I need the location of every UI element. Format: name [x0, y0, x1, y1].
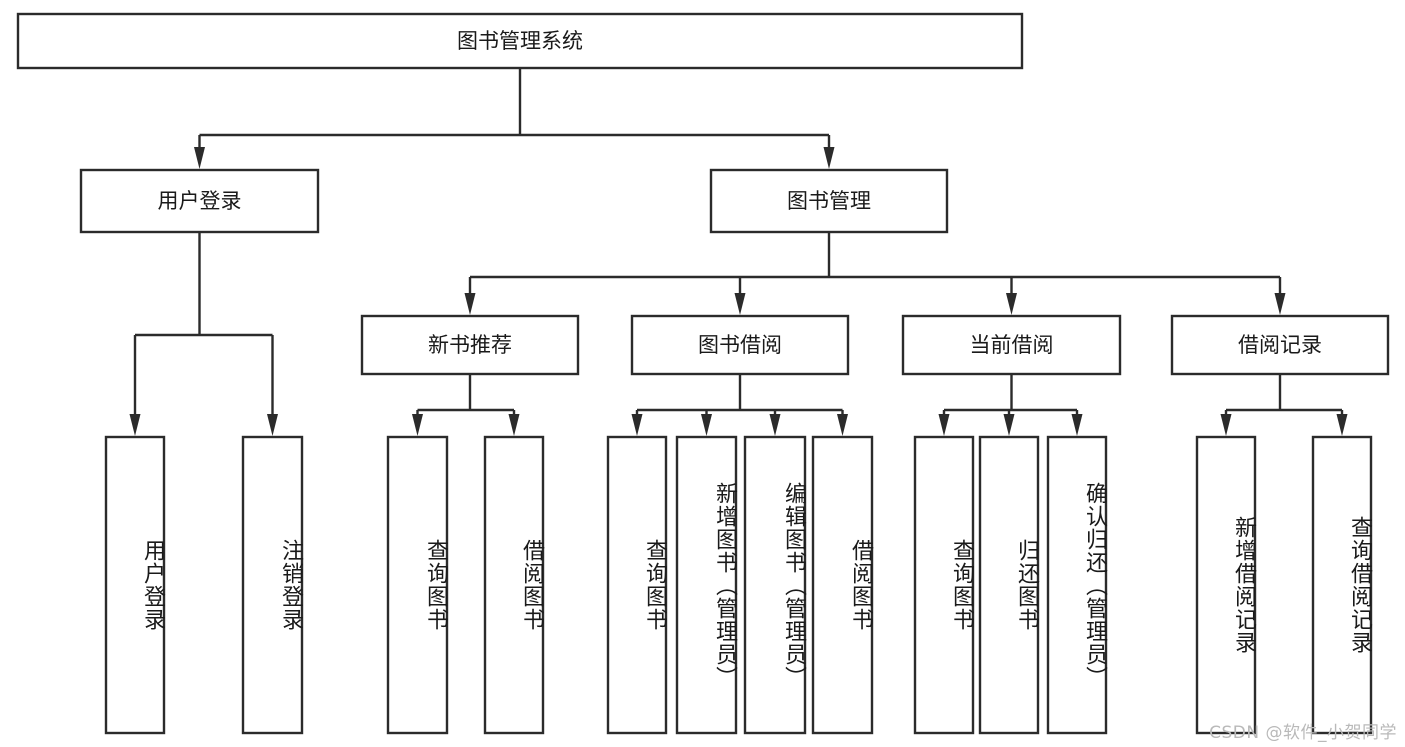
arrow-book-borrow-to-leaf-add-book-admin: [701, 414, 712, 436]
arrow-new-book-recommend-to-leaf-query-book-recommend: [412, 414, 423, 436]
leaf-box-leaf-query-book-borrow[interactable]: [606, 435, 668, 735]
arrow-book-borrow-to-leaf-edit-book-admin: [769, 414, 781, 436]
arrow-book-borrow-to-leaf-query-book-borrow: [631, 414, 643, 436]
leaf-box-leaf-return-book[interactable]: [978, 435, 1040, 735]
node-label-root: 图书管理系统: [457, 29, 583, 53]
leaf-box-leaf-add-borrow-record[interactable]: [1195, 435, 1257, 735]
arrow-user-login-to-leaf-logout: [267, 414, 278, 436]
arrow-new-book-recommend-to-leaf-borrow-book-recommend: [508, 414, 520, 436]
node-box-current-borrow[interactable]: [901, 314, 1122, 376]
node-box-root[interactable]: [16, 12, 1024, 70]
leaf-box-leaf-add-book-admin[interactable]: [675, 435, 738, 735]
node-box-new-book-recommend[interactable]: [360, 314, 580, 376]
leaf-box-leaf-borrow-book[interactable]: [811, 435, 874, 735]
node-box-user-login[interactable]: [79, 168, 320, 234]
leaf-box-leaf-query-book-recommend[interactable]: [386, 435, 449, 735]
arrow-bm-to-book-borrow: [734, 293, 746, 315]
node-box-borrow-records[interactable]: [1170, 314, 1390, 376]
node-box-book-management[interactable]: [709, 168, 949, 234]
arrow-borrow-records-to-leaf-add-borrow-record: [1220, 414, 1232, 436]
node-box-book-borrow[interactable]: [630, 314, 850, 376]
arrow-current-borrow-to-leaf-return-book: [1003, 414, 1015, 436]
leaf-box-leaf-borrow-book-recommend[interactable]: [483, 435, 545, 735]
node-label-new-book-recommend: 新书推荐: [428, 333, 512, 357]
node-label-book-borrow: 图书借阅: [698, 333, 782, 357]
arrow-current-borrow-to-leaf-query-book-current: [938, 414, 950, 436]
arrow-user-login-to-leaf-user-login: [129, 414, 141, 436]
connector-layer: [129, 68, 1348, 436]
node-label-borrow-records: 借阅记录: [1238, 333, 1322, 357]
leaf-box-leaf-confirm-return-admin[interactable]: [1046, 435, 1108, 735]
arrow-root-to-book-management: [823, 147, 835, 169]
arrow-current-borrow-to-leaf-confirm-return-admin: [1071, 414, 1083, 436]
arrow-book-borrow-to-leaf-borrow-book: [837, 414, 848, 436]
leaf-box-leaf-user-login[interactable]: [104, 435, 166, 735]
node-box-layer: [16, 12, 1390, 735]
leaf-box-leaf-edit-book-admin[interactable]: [743, 435, 807, 735]
node-label-user-login: 用户登录: [158, 189, 242, 213]
arrow-bm-to-new-book-recommend: [464, 293, 476, 315]
arrow-root-to-user-login: [194, 147, 205, 169]
arrow-bm-to-current-borrow: [1006, 293, 1017, 315]
leaf-box-leaf-query-book-current[interactable]: [913, 435, 975, 735]
arrow-bm-to-borrow-records: [1274, 293, 1286, 315]
arrow-borrow-records-to-leaf-query-borrow-record: [1336, 414, 1348, 436]
leaf-box-leaf-logout[interactable]: [241, 435, 304, 735]
csdn-watermark: CSDN @软件_小贺同学: [1209, 723, 1397, 743]
node-label-book-management: 图书管理: [787, 189, 871, 213]
node-label-current-borrow: 当前借阅: [970, 333, 1054, 357]
leaf-box-leaf-query-borrow-record[interactable]: [1311, 435, 1373, 735]
